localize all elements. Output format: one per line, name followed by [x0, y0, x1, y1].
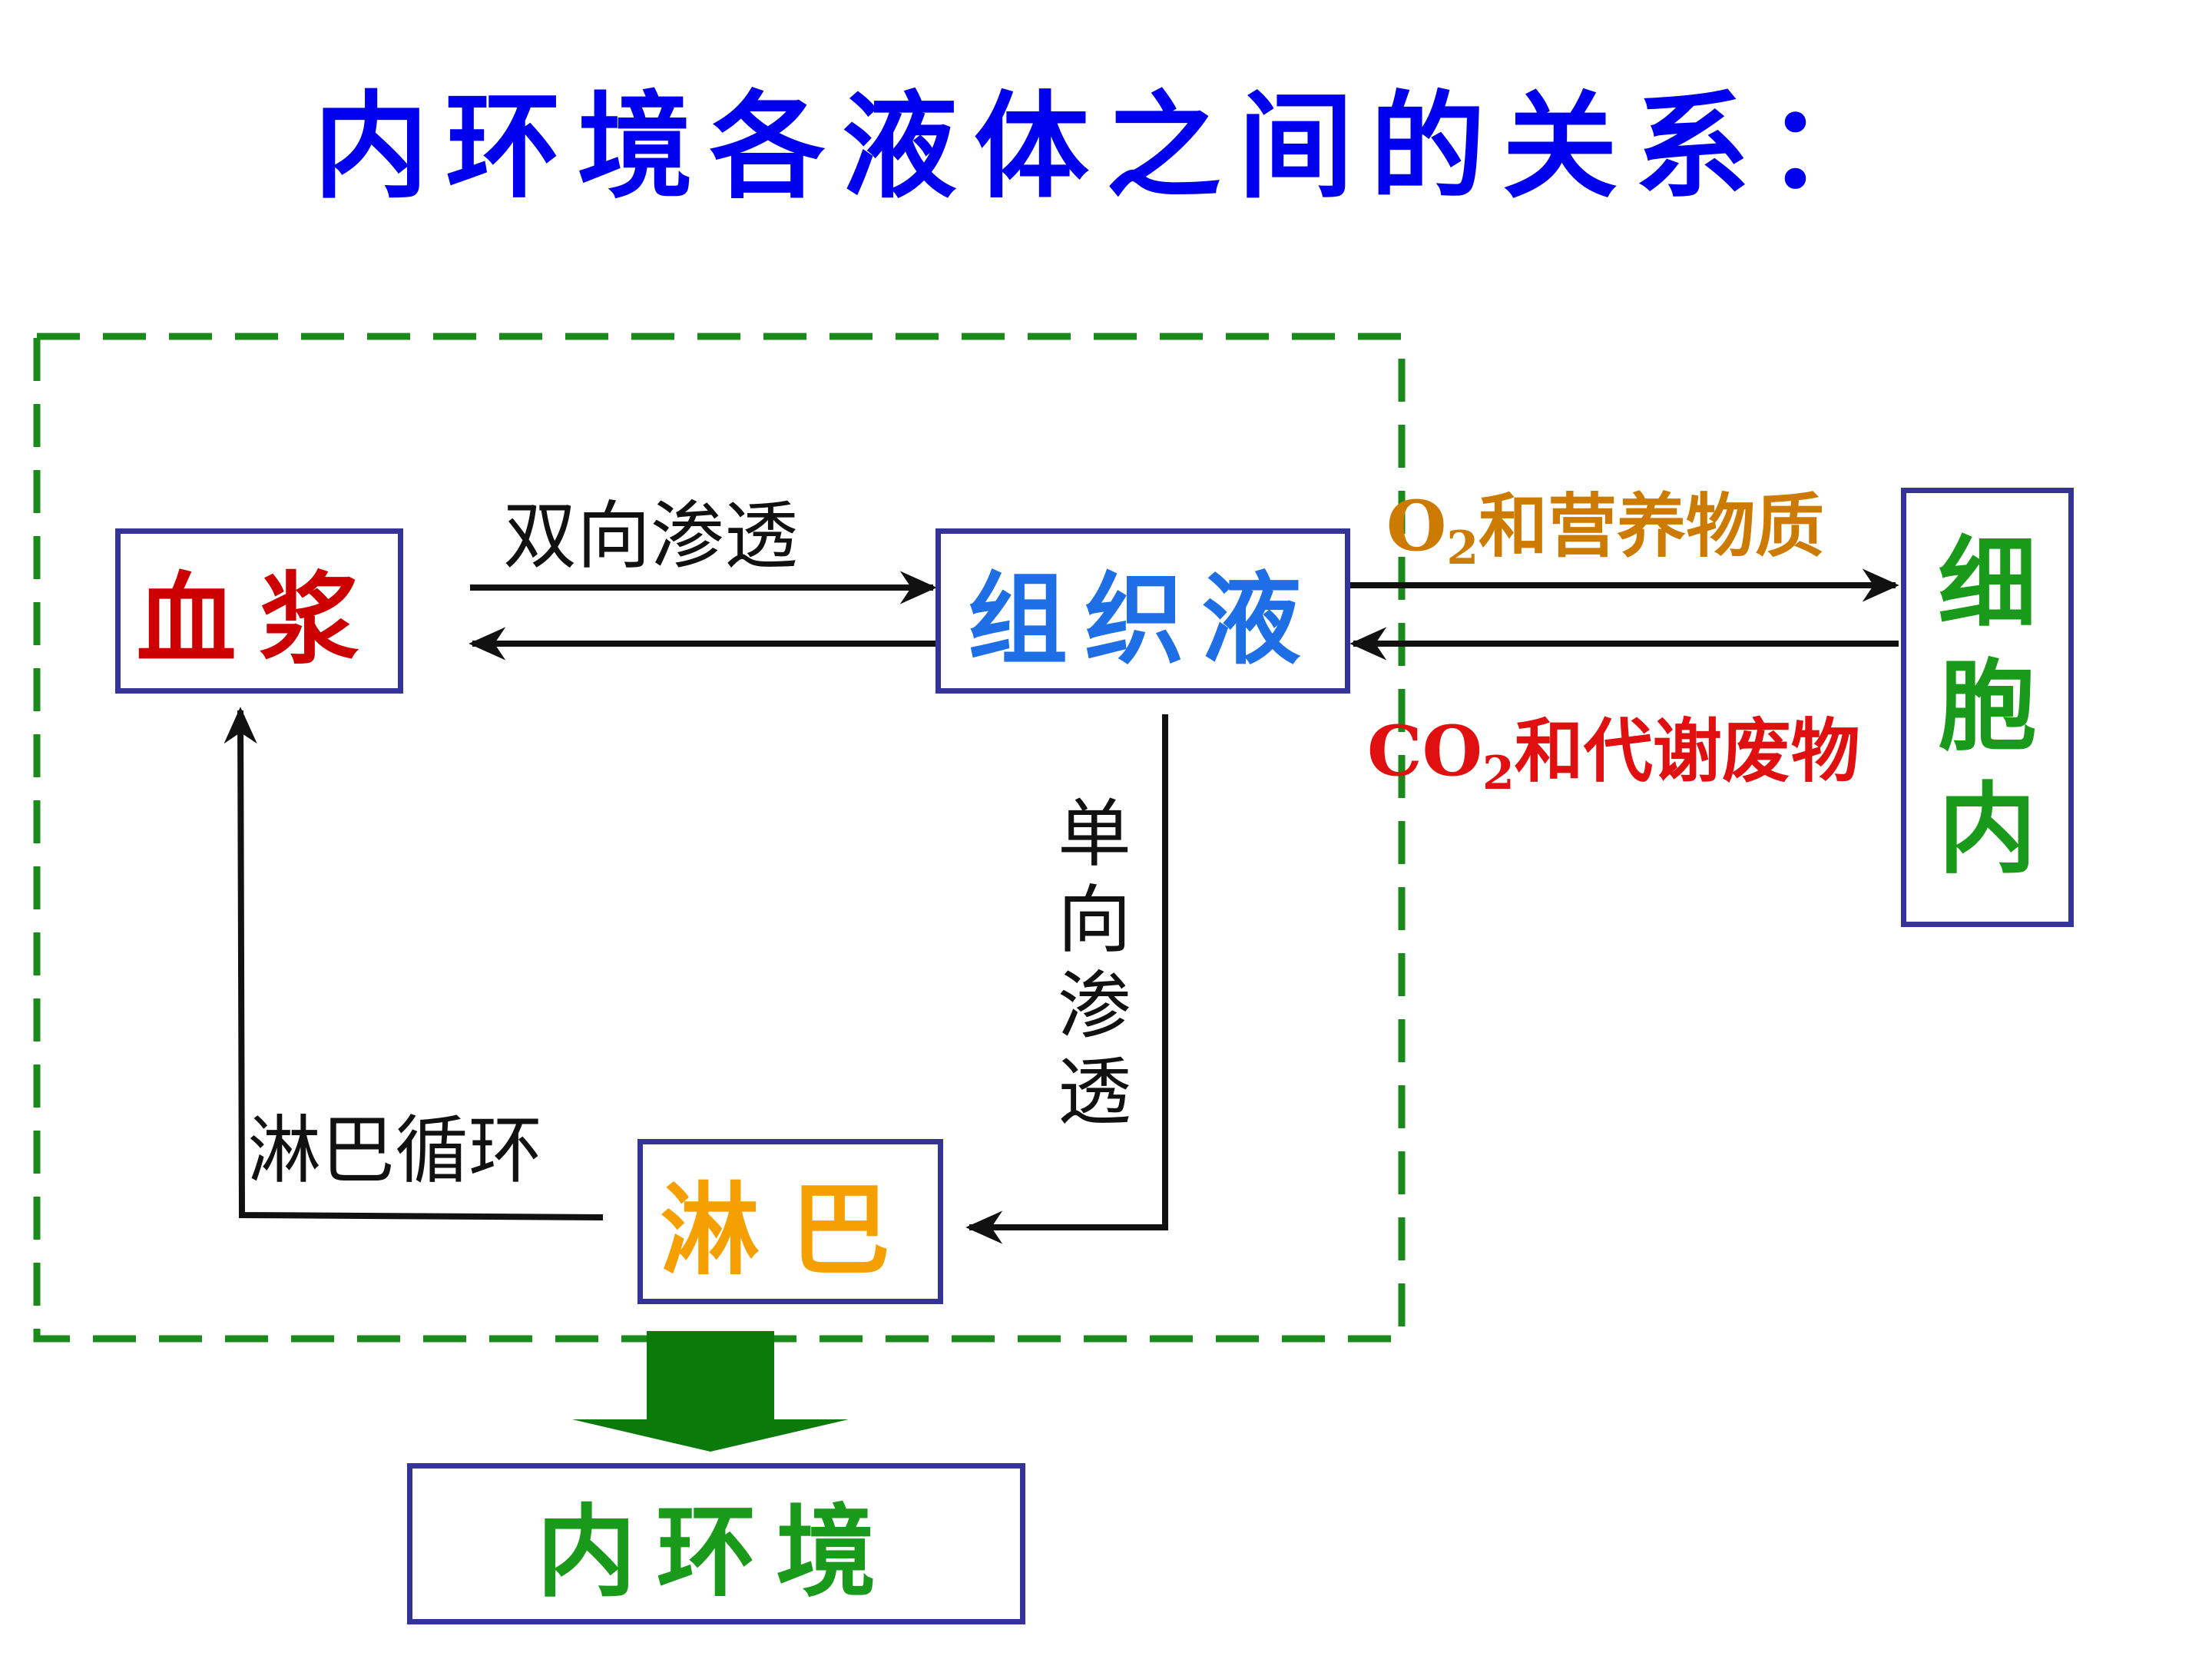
- label-co2-subscript: 2: [1482, 747, 1515, 800]
- node-tissue-fluid: 组织液: [935, 528, 1350, 694]
- big-down-arrow: [572, 1331, 849, 1452]
- label-o2-subscript: 2: [1446, 522, 1479, 575]
- node-internal-environment-label: 内环境: [536, 1494, 896, 1611]
- node-tissue-fluid-label: 组织液: [967, 561, 1318, 678]
- label-bidirectional-osmosis: 双向渗透: [503, 493, 798, 579]
- label-o2-suffix: 和营养物质: [1479, 485, 1825, 567]
- label-o2-nutrients: O2和营养物质: [1386, 470, 1824, 575]
- node-plasma: 血浆: [115, 528, 403, 694]
- label-co2-suffix: 和代谢废物: [1514, 710, 1860, 792]
- node-lymph: 淋巴: [637, 1139, 943, 1304]
- node-internal-environment: 内环境: [407, 1463, 1025, 1624]
- label-one-way-osmosis: 单向渗透: [1058, 791, 1131, 1135]
- label-o2-prefix: O: [1386, 485, 1447, 567]
- label-co2-waste: CO2和代谢废物: [1367, 695, 1860, 800]
- node-cell-interior: 细胞内: [1901, 488, 2074, 927]
- arrow-lymph-to-plasma: [224, 707, 604, 1220]
- node-lymph-label: 淋巴: [659, 1171, 921, 1289]
- diagram-title: 内环境各液体之间的关系：: [313, 81, 1899, 214]
- label-lymph-circulation: 淋巴循环: [247, 1108, 542, 1194]
- arrow-tissue-to-lymph: [965, 714, 1168, 1244]
- node-cell-interior-label: 细胞内: [1938, 527, 2037, 887]
- label-co2-prefix: CO: [1367, 710, 1483, 792]
- node-plasma-label: 血浆: [136, 561, 382, 678]
